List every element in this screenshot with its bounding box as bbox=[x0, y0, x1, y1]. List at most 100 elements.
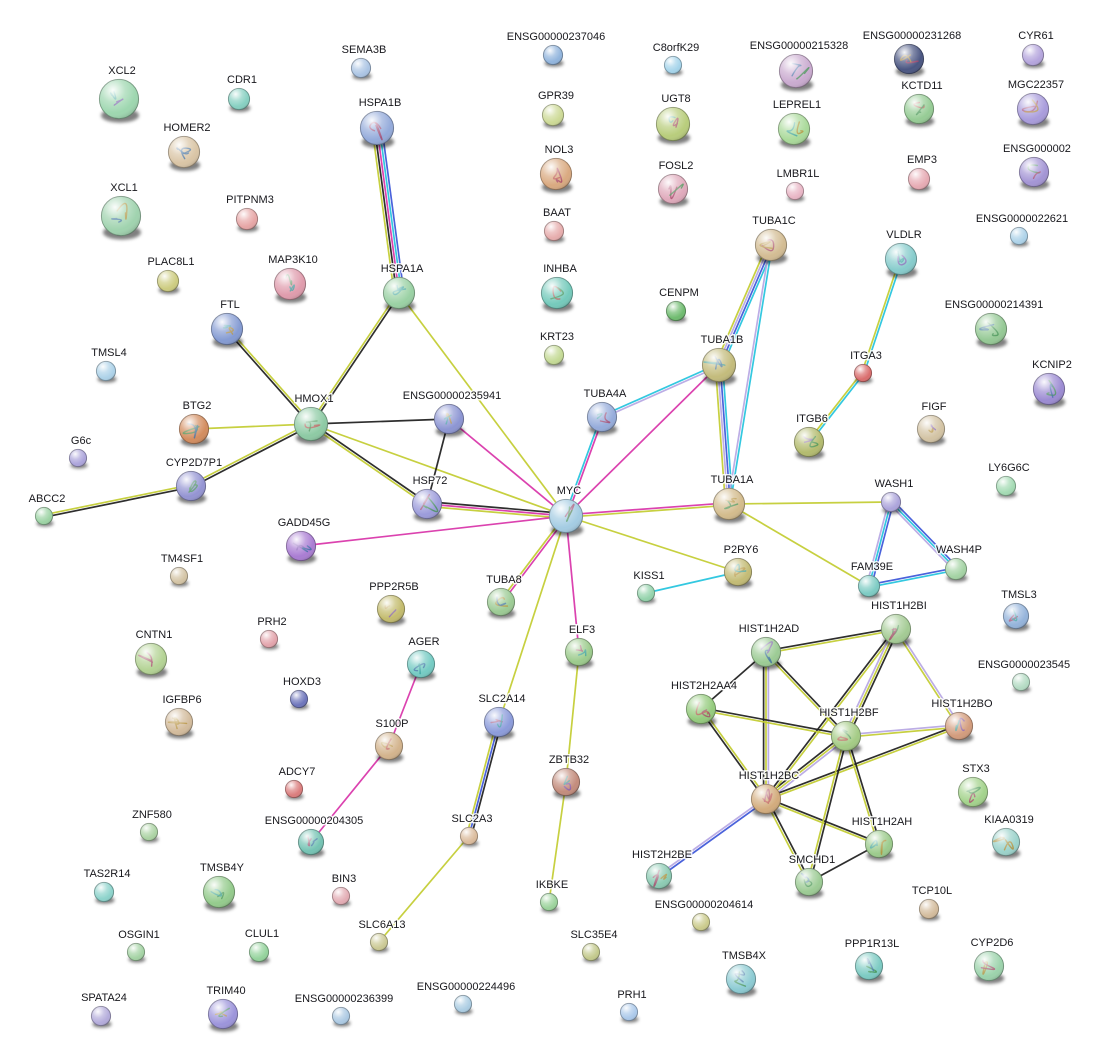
network-edge[interactable] bbox=[728, 501, 892, 505]
network-edge[interactable] bbox=[398, 292, 567, 517]
network-node[interactable] bbox=[903, 93, 935, 127]
network-node[interactable] bbox=[539, 157, 573, 193]
network-node[interactable] bbox=[227, 87, 251, 112]
network-edge[interactable] bbox=[645, 571, 739, 594]
network-node[interactable] bbox=[830, 720, 862, 754]
network-node[interactable] bbox=[453, 994, 473, 1015]
network-node[interactable] bbox=[285, 530, 317, 564]
network-edge[interactable] bbox=[190, 422, 312, 488]
network-node[interactable] bbox=[126, 942, 146, 963]
network-node[interactable] bbox=[712, 487, 746, 523]
network-node[interactable] bbox=[178, 413, 210, 447]
network-edge[interactable] bbox=[309, 291, 401, 426]
network-edge[interactable] bbox=[861, 258, 903, 374]
network-node[interactable] bbox=[864, 829, 894, 861]
network-edge[interactable] bbox=[888, 499, 959, 572]
network-node[interactable] bbox=[636, 583, 656, 604]
network-edge[interactable] bbox=[843, 627, 899, 738]
network-node[interactable] bbox=[1011, 672, 1031, 693]
network-node[interactable] bbox=[207, 998, 239, 1032]
network-edge[interactable] bbox=[448, 418, 567, 517]
network-edge[interactable] bbox=[465, 721, 503, 837]
network-node[interactable] bbox=[880, 613, 912, 647]
network-node[interactable] bbox=[34, 506, 54, 527]
network-edge[interactable] bbox=[310, 745, 390, 843]
network-node[interactable] bbox=[548, 498, 584, 537]
network-node[interactable] bbox=[164, 707, 194, 739]
network-edge[interactable] bbox=[565, 501, 730, 519]
network-node[interactable] bbox=[259, 629, 279, 650]
network-node[interactable] bbox=[210, 312, 244, 348]
network-node[interactable] bbox=[1016, 92, 1050, 128]
network-node[interactable] bbox=[857, 574, 881, 599]
network-node[interactable] bbox=[1032, 372, 1066, 408]
network-node[interactable] bbox=[100, 195, 142, 240]
network-node[interactable] bbox=[540, 276, 574, 312]
network-edge[interactable] bbox=[845, 723, 960, 739]
network-node[interactable] bbox=[483, 706, 515, 740]
network-node[interactable] bbox=[543, 220, 565, 243]
network-node[interactable] bbox=[1009, 226, 1029, 247]
network-node[interactable] bbox=[893, 43, 925, 77]
network-edge[interactable] bbox=[309, 422, 429, 506]
network-node[interactable] bbox=[175, 470, 207, 504]
network-edge[interactable] bbox=[193, 423, 312, 430]
network-node[interactable] bbox=[167, 135, 201, 171]
network-node[interactable] bbox=[1018, 156, 1050, 190]
network-node[interactable] bbox=[974, 312, 1008, 348]
network-node[interactable] bbox=[376, 594, 406, 626]
network-node[interactable] bbox=[586, 401, 618, 435]
network-node[interactable] bbox=[156, 269, 180, 294]
network-node[interactable] bbox=[581, 942, 601, 963]
network-edge[interactable] bbox=[300, 515, 567, 547]
network-edge[interactable] bbox=[764, 627, 898, 801]
network-edge[interactable] bbox=[657, 797, 768, 878]
network-node[interactable] bbox=[785, 181, 805, 202]
network-edge[interactable] bbox=[765, 724, 960, 801]
network-node[interactable] bbox=[350, 57, 372, 80]
network-node[interactable] bbox=[90, 1005, 112, 1028]
network-node[interactable] bbox=[854, 951, 884, 983]
network-edge[interactable] bbox=[565, 364, 720, 517]
network-node[interactable] bbox=[406, 649, 436, 681]
network-node[interactable] bbox=[98, 78, 140, 123]
network-node[interactable] bbox=[880, 491, 902, 514]
network-node[interactable] bbox=[944, 557, 968, 582]
network-node[interactable] bbox=[723, 557, 753, 589]
network-node[interactable] bbox=[778, 53, 814, 92]
network-node[interactable] bbox=[991, 827, 1021, 859]
network-node[interactable] bbox=[433, 403, 465, 437]
network-node[interactable] bbox=[93, 881, 115, 904]
network-node[interactable] bbox=[750, 636, 782, 670]
network-node[interactable] bbox=[95, 360, 117, 383]
network-edge[interactable] bbox=[43, 483, 192, 519]
network-node[interactable] bbox=[169, 566, 189, 587]
network-edge[interactable] bbox=[868, 566, 957, 589]
network-node[interactable] bbox=[1002, 602, 1030, 632]
network-node[interactable] bbox=[551, 767, 581, 799]
network-node[interactable] bbox=[794, 867, 824, 899]
network-edge[interactable] bbox=[728, 503, 870, 587]
network-node[interactable] bbox=[68, 448, 88, 469]
network-node[interactable] bbox=[331, 1006, 351, 1027]
network-node[interactable] bbox=[331, 886, 351, 907]
network-node[interactable] bbox=[655, 106, 691, 145]
network-node[interactable] bbox=[691, 912, 711, 933]
network-node[interactable] bbox=[793, 426, 825, 460]
network-node[interactable] bbox=[284, 779, 304, 800]
network-edge[interactable] bbox=[310, 418, 450, 425]
network-node[interactable] bbox=[382, 276, 416, 312]
network-node[interactable] bbox=[248, 941, 270, 964]
network-edge[interactable] bbox=[565, 515, 580, 653]
network-node[interactable] bbox=[359, 110, 395, 149]
network-node[interactable] bbox=[134, 642, 168, 678]
network-node[interactable] bbox=[685, 693, 717, 727]
network-edge[interactable] bbox=[844, 735, 881, 845]
network-node[interactable] bbox=[918, 898, 940, 921]
network-node[interactable] bbox=[374, 731, 404, 763]
network-node[interactable] bbox=[701, 347, 737, 386]
network-edge[interactable] bbox=[565, 651, 580, 783]
network-edge[interactable] bbox=[726, 244, 774, 505]
network-node[interactable] bbox=[139, 822, 159, 843]
network-node[interactable] bbox=[273, 267, 307, 303]
